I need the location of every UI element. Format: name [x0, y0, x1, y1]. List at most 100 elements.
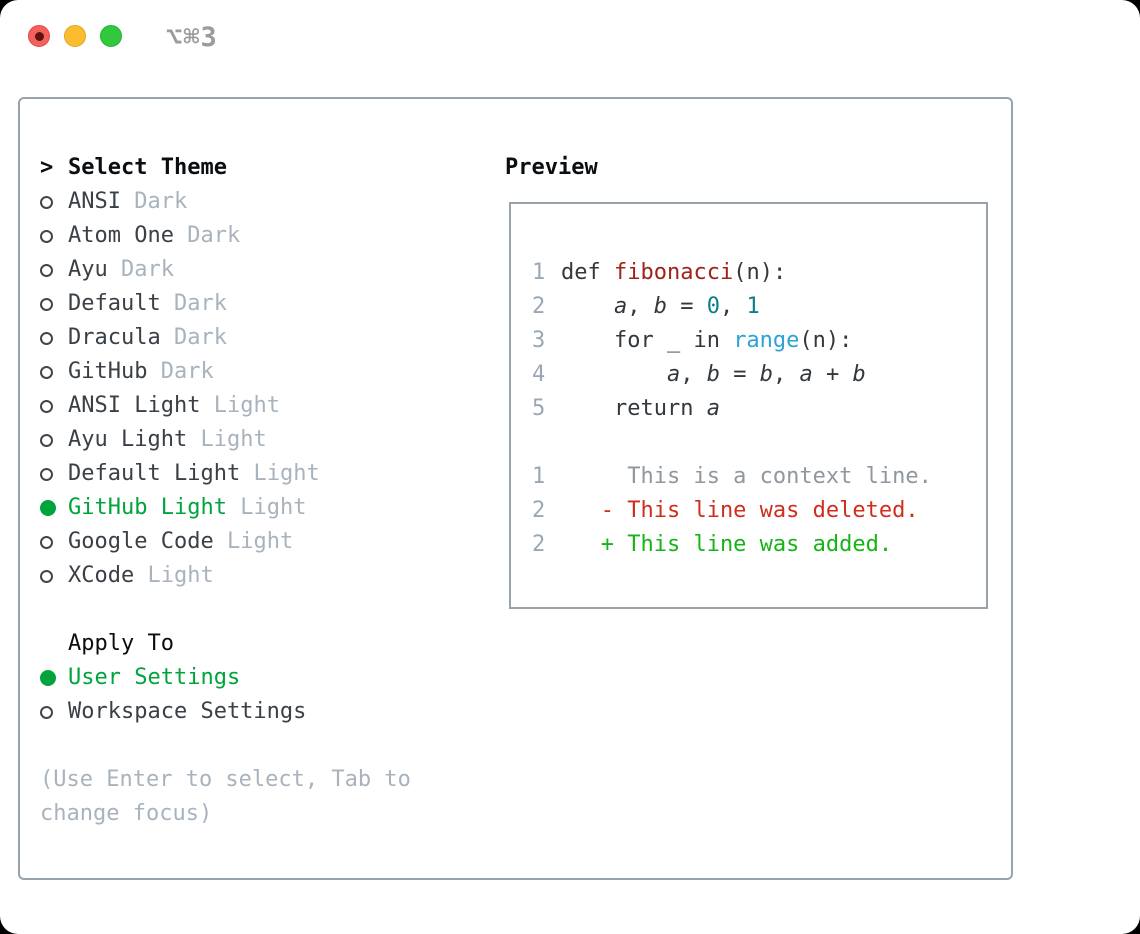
- zoom-button[interactable]: [100, 25, 122, 47]
- token-p: +: [812, 362, 853, 387]
- code-line-text: return a: [561, 392, 720, 426]
- token-k: for _ in: [561, 328, 734, 353]
- token-p: ,: [772, 362, 800, 387]
- code-line-2: 2 a, b = 0, 1: [532, 290, 986, 324]
- theme-name: Atom One: [68, 223, 174, 248]
- theme-item-ansi[interactable]: ANSI Dark: [40, 185, 492, 219]
- spacer: [40, 593, 492, 627]
- theme-variant-badge: Light: [227, 529, 294, 554]
- token-del: - This line was deleted.: [561, 498, 919, 523]
- code-line-4: 4 a, b = b, a + b: [532, 358, 986, 392]
- minimize-button[interactable]: [64, 25, 86, 47]
- apply-to-title: Apply To: [68, 631, 174, 656]
- radio-icon: [40, 467, 53, 481]
- token-p: ,: [680, 362, 707, 387]
- radio-cell: [40, 467, 68, 481]
- theme-item-atom-one[interactable]: Atom One Dark: [40, 219, 492, 253]
- theme-item-default[interactable]: Default Dark: [40, 287, 492, 321]
- radio-cell: [40, 365, 68, 379]
- radio-cell: [40, 399, 68, 413]
- theme-variant-badge: Dark: [174, 325, 227, 350]
- radio-cell: [40, 195, 68, 209]
- code-line-1: 1 def fibonacci(n):: [532, 256, 986, 290]
- line-number: 1: [532, 260, 546, 285]
- token-v: b: [852, 362, 866, 387]
- apply-option-label: Workspace Settings: [68, 699, 307, 724]
- radio-cell: [40, 263, 68, 277]
- radio-cell: [40, 500, 68, 516]
- line-number: 2: [532, 498, 546, 523]
- radio-cell: [40, 433, 68, 447]
- apply-option-user-settings[interactable]: User Settings: [40, 661, 492, 695]
- apply-to-header-row: Apply To: [40, 627, 492, 661]
- theme-name: ANSI: [68, 189, 121, 214]
- theme-variant-badge: Dark: [134, 189, 188, 214]
- code-line-text: def fibonacci(n):: [561, 256, 786, 290]
- theme-variant-badge: Dark: [187, 223, 241, 248]
- theme-name: GitHub Light: [68, 495, 227, 520]
- line-number: 5: [532, 396, 546, 421]
- code-line-text: This is a context line.: [561, 460, 932, 494]
- radio-cell: [40, 229, 68, 243]
- preview-header-row: Preview: [505, 151, 598, 185]
- code-line-text: a, b = b, a + b: [561, 358, 866, 392]
- radio-cell: [40, 705, 68, 719]
- token-k: def: [561, 260, 614, 285]
- code-line-text: + This line was added.: [561, 528, 892, 562]
- theme-item-xcode[interactable]: XCode Light: [40, 559, 492, 593]
- token-v: a: [666, 362, 681, 387]
- titlebar: ⌥⌘3: [0, 0, 1140, 72]
- token-ctx: This is a context line.: [561, 464, 932, 489]
- radio-icon: [40, 535, 53, 549]
- select-theme-header-row: > Select Theme: [40, 151, 492, 185]
- theme-name: GitHub: [68, 359, 148, 384]
- radio-icon: [40, 195, 53, 209]
- close-button[interactable]: [28, 25, 50, 47]
- line-number: 3: [532, 328, 546, 353]
- theme-variant-badge: Light: [147, 563, 214, 588]
- token-k: return: [561, 396, 707, 421]
- radio-cell: [40, 535, 68, 549]
- preview-title: Preview: [505, 155, 598, 180]
- token-num: 1: [746, 294, 760, 319]
- radio-selected-icon: [40, 670, 56, 686]
- radio-selected-icon: [40, 500, 56, 516]
- token-p: (n):: [799, 328, 853, 353]
- token-v: b: [706, 362, 720, 387]
- token-v: b: [653, 294, 667, 319]
- token-p: ,: [627, 294, 654, 319]
- theme-name: Default: [68, 291, 161, 316]
- theme-name: Ayu Light: [68, 427, 188, 452]
- preview-pane: 1 def fibonacci(n):2 a, b = 0, 1 3 for _ i…: [509, 202, 988, 609]
- theme-variant-badge: Light: [213, 393, 280, 418]
- theme-variant-badge: Dark: [174, 291, 227, 316]
- theme-name: Default Light: [68, 461, 241, 486]
- code-line-6: [532, 426, 986, 460]
- radio-icon: [40, 297, 53, 311]
- code-line-text: - This line was deleted.: [561, 494, 919, 528]
- apply-option-workspace-settings[interactable]: Workspace Settings: [40, 695, 492, 729]
- code-line-8: 2 - This line was deleted.: [532, 494, 986, 528]
- theme-name: XCode: [68, 563, 135, 588]
- token-bi: range: [733, 328, 800, 353]
- radio-icon: [40, 229, 53, 243]
- code-line-7: 1 This is a context line.: [532, 460, 986, 494]
- token-p: [561, 362, 667, 387]
- line-number: 4: [532, 362, 546, 387]
- radio-icon: [40, 399, 53, 413]
- token-add: + This line was added.: [561, 532, 893, 557]
- line-number: 1: [532, 464, 546, 489]
